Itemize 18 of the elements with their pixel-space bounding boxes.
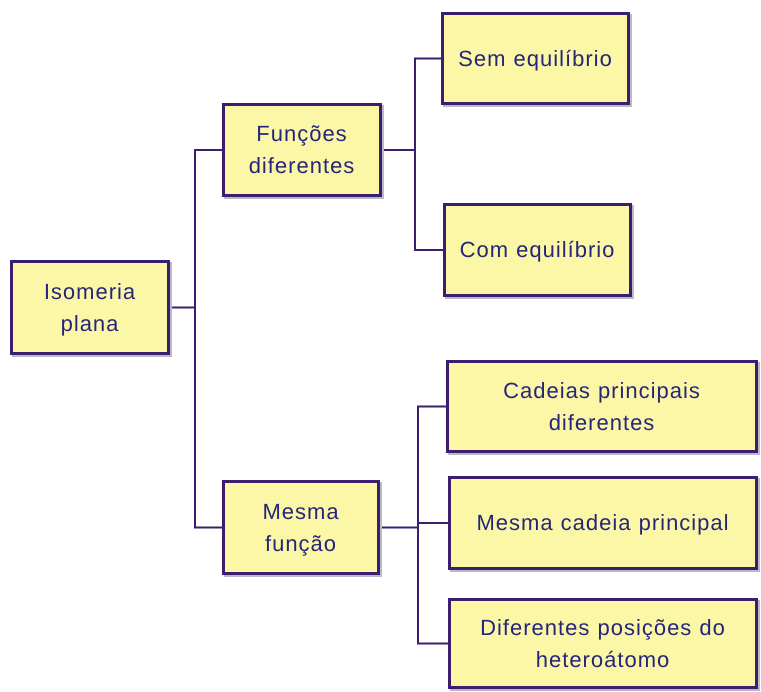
category-box — [222, 480, 380, 575]
connector-line — [170, 306, 222, 528]
category-box — [448, 476, 758, 570]
box-label: Mesma cadeia principal — [476, 509, 730, 537]
category-box — [441, 12, 630, 105]
category-box — [448, 598, 758, 689]
category-box — [10, 260, 170, 355]
box-label: Sem equilíbrio — [458, 44, 613, 73]
box-label: Diferentes posições do heteroátomo — [479, 614, 727, 674]
category-box — [443, 203, 632, 297]
category-box — [446, 360, 758, 453]
box-label: Com equilíbrio — [460, 236, 616, 264]
box-label: Isomeria plana — [42, 278, 138, 338]
category-box — [222, 103, 382, 197]
box-label: Mesma função — [261, 498, 341, 558]
box-label: Funções diferentes — [248, 120, 356, 180]
connector-line — [382, 149, 443, 251]
box-label: Cadeias principais diferentes — [502, 376, 702, 436]
